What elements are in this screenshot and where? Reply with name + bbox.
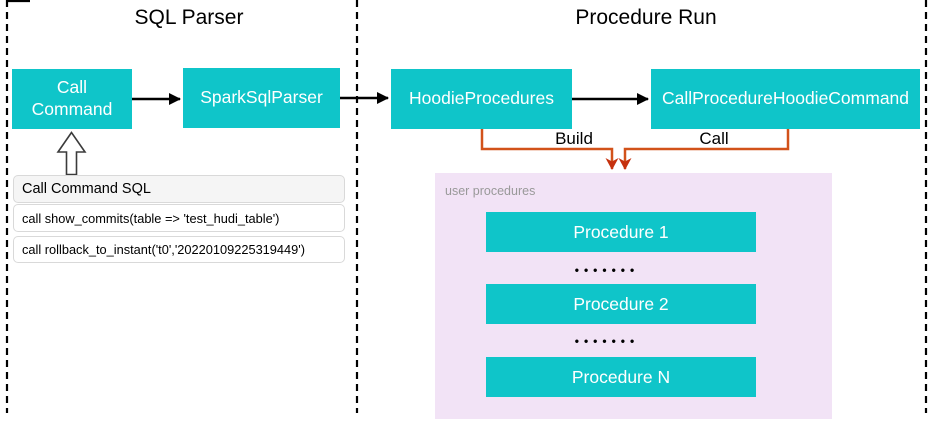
- sql-panel-header: Call Command SQL: [13, 175, 345, 203]
- procedure-item: Procedure N: [486, 357, 756, 397]
- user-procedures-label: user procedures: [445, 184, 536, 198]
- user-procedures-panel: user procedures Procedure 1 ••••••• Proc…: [435, 173, 832, 419]
- node-hoodie-procedures-label: HoodieProcedures: [409, 88, 554, 109]
- procedure-item-label: Procedure N: [571, 366, 671, 387]
- procedure-item-label: Procedure 2: [573, 293, 669, 314]
- node-spark-sql-parser: SparkSqlParser: [183, 68, 340, 128]
- connector-build: [480, 129, 619, 170]
- edge-label-build: Build: [555, 129, 593, 148]
- section-title-procedure-run: Procedure Run: [575, 6, 717, 29]
- edge-label-call: Call: [699, 129, 729, 148]
- node-call-command: Call Command: [12, 69, 132, 129]
- sql-panel-row: call show_commits(table => 'test_hudi_ta…: [13, 204, 345, 232]
- node-call-procedure-hoodie-command-label: CallProcedureHoodieCommand: [661, 88, 910, 109]
- node-spark-sql-parser-label: SparkSqlParser: [200, 87, 323, 108]
- node-call-procedure-hoodie-command: CallProcedureHoodieCommand: [651, 69, 920, 129]
- sql-panel-row: call rollback_to_instant('t0','202201092…: [13, 236, 345, 263]
- connector-call: [618, 129, 790, 170]
- up-arrow-icon: [56, 131, 87, 176]
- procedure-item-label: Procedure 1: [573, 221, 669, 242]
- procedure-item: Procedure 1: [486, 212, 756, 252]
- section-title-sql-parser: SQL Parser: [134, 6, 244, 29]
- dots-separator: •••••••: [574, 263, 640, 277]
- node-hoodie-procedures: HoodieProcedures: [391, 69, 572, 129]
- dots-separator: •••••••: [574, 334, 640, 348]
- node-call-command-label: Call Command: [31, 77, 113, 119]
- procedure-item: Procedure 2: [486, 284, 756, 324]
